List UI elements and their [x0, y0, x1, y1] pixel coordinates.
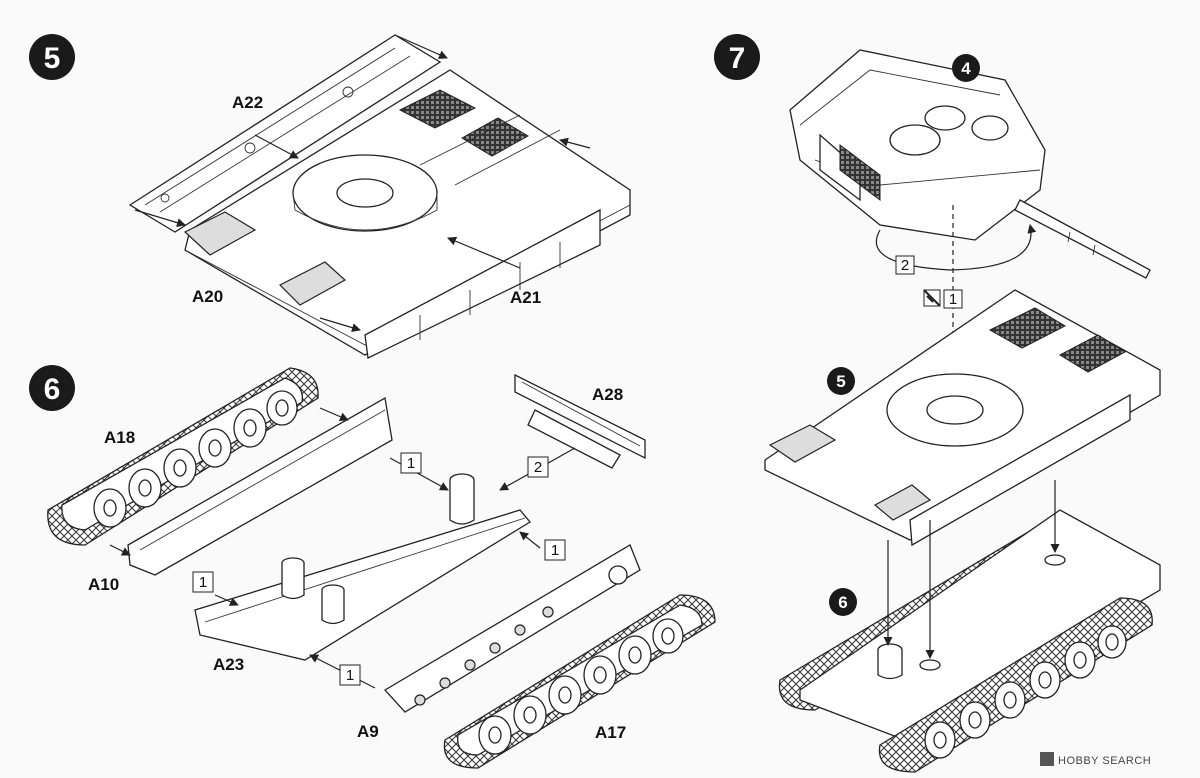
subassembly-badge-hull: 5 [827, 367, 855, 395]
sequence-box-s6b: 2 [527, 456, 549, 478]
sequence-box-s6c: 1 [544, 539, 566, 561]
step-5-number: 5 [44, 42, 61, 75]
label-a23: A23 [213, 655, 244, 674]
svg-text:HOBBY SEARCH: HOBBY SEARCH [1058, 755, 1151, 767]
hull-assembly [764, 289, 1161, 547]
gun-barrel [1014, 199, 1151, 279]
svg-text:1: 1 [551, 542, 559, 559]
svg-text:1: 1 [346, 667, 354, 684]
a20-front-plate [183, 211, 257, 256]
sequence-box-s7-place: 1 [943, 289, 963, 309]
rotate-arrow-icon [875, 224, 1037, 271]
a23-floor [194, 473, 531, 661]
a17-track [443, 594, 716, 769]
step-7-arrows [883, 480, 1060, 659]
svg-text:6: 6 [838, 593, 847, 612]
road-wheels-left [93, 390, 298, 528]
label-a20: A20 [192, 287, 223, 306]
svg-text:5: 5 [836, 372, 845, 391]
sequence-box-s7-rotate: 2 [895, 255, 915, 275]
svg-text:1: 1 [199, 574, 207, 591]
svg-text:1: 1 [949, 291, 957, 308]
watermark: HOBBY SEARCH [1040, 752, 1151, 767]
sequence-box-s6a: 1 [400, 452, 422, 474]
road-wheels-chassis [924, 625, 1127, 759]
svg-text:1: 1 [407, 455, 415, 472]
svg-text:4: 4 [961, 59, 971, 78]
a18-track [47, 367, 319, 546]
label-a10: A10 [88, 575, 119, 594]
sequence-box-s6e: 1 [339, 664, 361, 686]
turret-assembly [789, 49, 1151, 279]
subassembly-badge-turret: 4 [952, 54, 980, 82]
label-a22: A22 [232, 93, 263, 112]
chassis-assembly [778, 509, 1161, 773]
step-5-arrows [134, 34, 591, 333]
label-a28: A28 [592, 385, 623, 404]
a10-side-wall [127, 396, 393, 576]
step-6-badge: 6 [29, 365, 75, 411]
subassembly-badge-chassis: 6 [829, 588, 857, 616]
label-a18: A18 [104, 428, 135, 447]
label-a17: A17 [595, 723, 626, 742]
road-wheels-right [478, 618, 684, 755]
step-5-hull-upper [128, 34, 631, 359]
step-6-number: 6 [44, 373, 61, 406]
label-a9: A9 [357, 722, 379, 741]
step-7-number: 7 [729, 42, 746, 75]
a28-rear-plate [514, 373, 646, 469]
step-7-badge: 7 [714, 34, 760, 80]
sequence-box-s6d: 1 [192, 571, 214, 593]
a9-side-wall [383, 544, 641, 713]
label-a21: A21 [510, 288, 541, 307]
no-glue-icon [923, 289, 941, 307]
svg-text:2: 2 [901, 257, 909, 274]
road-arms [414, 565, 628, 706]
step-5-badge: 5 [29, 34, 75, 80]
svg-text:2: 2 [534, 459, 542, 476]
step-6-arrows [109, 407, 576, 689]
